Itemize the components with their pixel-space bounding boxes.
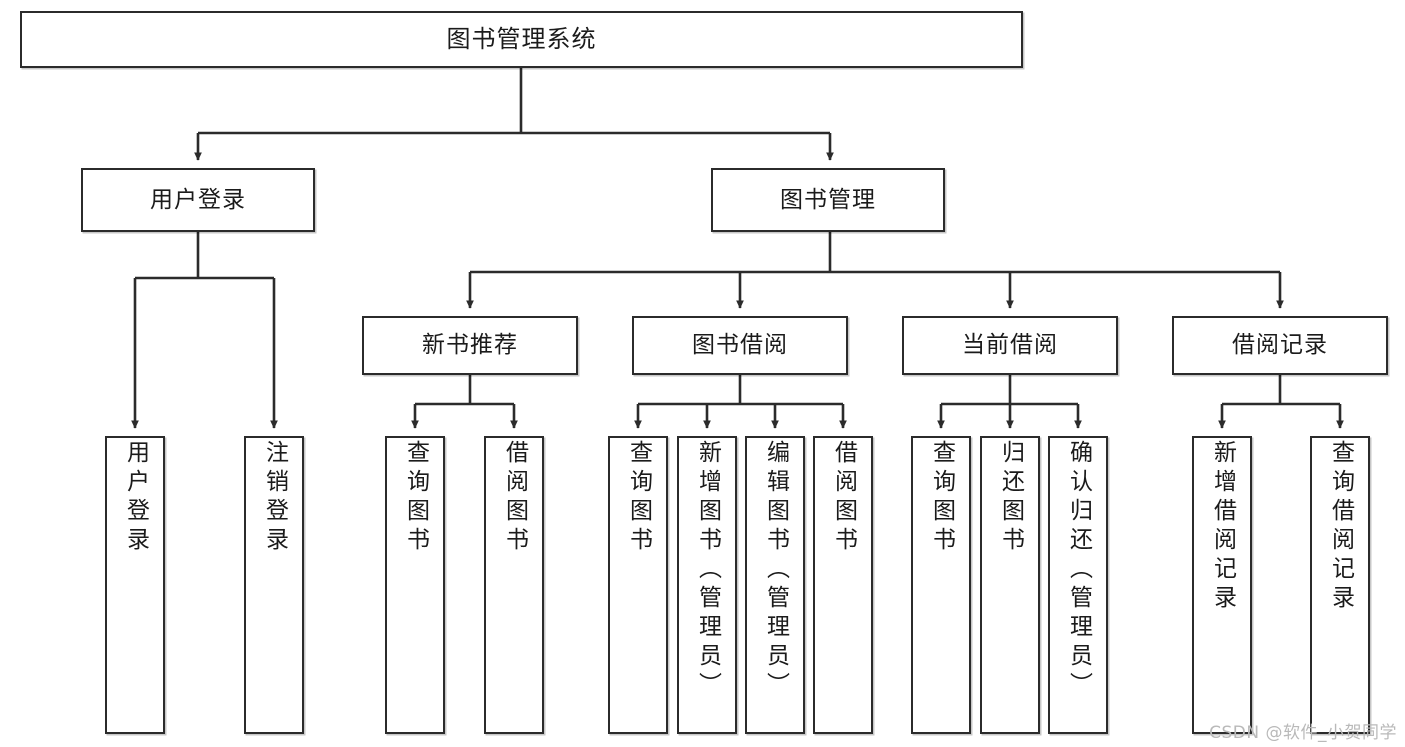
node-label: 图书管理 <box>780 186 876 213</box>
leaf-add-book-admin[interactable]: 新增图书（管理员） <box>677 436 737 734</box>
node-label: 新书推荐 <box>422 332 518 359</box>
node-label: 借阅图书 <box>501 440 528 556</box>
leaf-borrow-book-borrow[interactable]: 借阅图书 <box>813 436 873 734</box>
node-label: 归还图书 <box>997 440 1024 556</box>
node-label: 查询图书 <box>928 440 955 556</box>
node-label: 编辑图书（管理员） <box>762 440 789 701</box>
node-user-login[interactable]: 用户登录 <box>81 168 315 232</box>
node-label: 借阅图书 <box>830 440 857 556</box>
node-root-system[interactable]: 图书管理系统 <box>20 11 1023 68</box>
leaf-query-book-recommend[interactable]: 查询图书 <box>385 436 445 734</box>
leaf-borrow-book-recommend[interactable]: 借阅图书 <box>484 436 544 734</box>
leaf-edit-book-admin[interactable]: 编辑图书（管理员） <box>745 436 805 734</box>
leaf-user-login[interactable]: 用户登录 <box>105 436 165 734</box>
leaf-query-book-current[interactable]: 查询图书 <box>911 436 971 734</box>
leaf-add-borrow-record[interactable]: 新增借阅记录 <box>1192 436 1252 734</box>
node-label: 借阅记录 <box>1232 332 1328 359</box>
node-label: 用户登录 <box>150 186 246 213</box>
leaf-logout-login[interactable]: 注销登录 <box>244 436 304 734</box>
leaf-confirm-return-admin[interactable]: 确认归还（管理员） <box>1048 436 1108 734</box>
node-label: 用户登录 <box>122 440 149 556</box>
leaf-return-book[interactable]: 归还图书 <box>980 436 1040 734</box>
node-label: 当前借阅 <box>962 332 1058 359</box>
node-new-book-recommend[interactable]: 新书推荐 <box>362 316 578 375</box>
node-label: 图书管理系统 <box>446 24 597 53</box>
leaf-query-borrow-record[interactable]: 查询借阅记录 <box>1310 436 1370 734</box>
node-current-borrow[interactable]: 当前借阅 <box>902 316 1118 375</box>
node-book-manage[interactable]: 图书管理 <box>711 168 945 232</box>
node-label: 查询图书 <box>402 440 429 556</box>
node-label: 查询图书 <box>625 440 652 556</box>
node-book-borrow[interactable]: 图书借阅 <box>632 316 848 375</box>
node-label: 新增借阅记录 <box>1209 440 1236 614</box>
node-borrow-record[interactable]: 借阅记录 <box>1172 316 1388 375</box>
node-label: 查询借阅记录 <box>1327 440 1354 614</box>
node-label: 确认归还（管理员） <box>1065 440 1092 701</box>
node-label: 注销登录 <box>261 440 288 556</box>
node-label: 图书借阅 <box>692 332 788 359</box>
csdn-watermark: CSDN @软件_小贺同学 <box>1209 723 1397 743</box>
leaf-query-book-borrow[interactable]: 查询图书 <box>608 436 668 734</box>
node-label: 新增图书（管理员） <box>694 440 721 701</box>
